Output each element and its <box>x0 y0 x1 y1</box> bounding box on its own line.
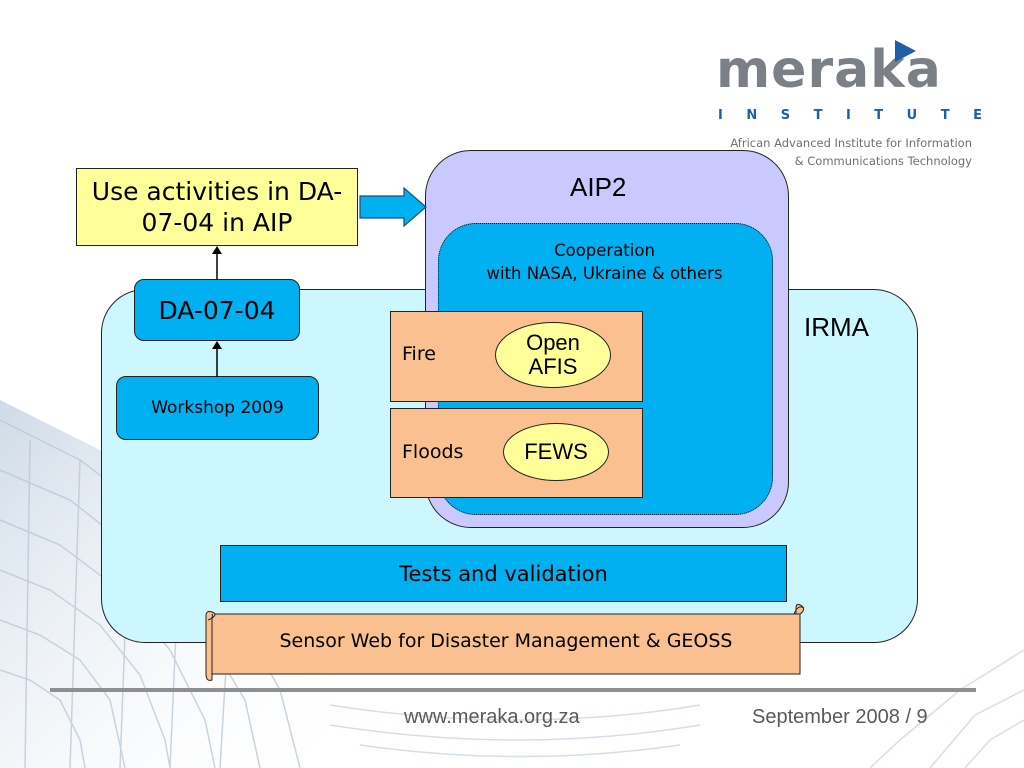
scroll-banner-shape <box>205 603 805 681</box>
footer-divider <box>50 688 976 692</box>
cooperation-line1: Cooperation <box>554 241 655 260</box>
scroll-banner-text: Sensor Web for Disaster Management & GEO… <box>279 630 733 652</box>
da-07-04-box: DA-07-04 <box>134 279 300 341</box>
arrow-workshop-to-da <box>212 341 222 377</box>
fire-label: Fire <box>402 343 436 365</box>
arrow-da-to-use-activities <box>212 246 222 280</box>
use-activities-box: Use activities in DA-07-04 in AIP <box>76 168 358 246</box>
workshop-2009-box: Workshop 2009 <box>116 376 319 440</box>
block-arrow-to-aip2 <box>359 186 427 228</box>
floods-label: Floods <box>402 441 464 463</box>
floods-box: Floods FEWS <box>390 408 643 498</box>
footer-url[interactable]: www.meraka.org.za <box>404 706 580 728</box>
meraka-logo: meraka INSTITUTE African Advanced Instit… <box>712 38 982 178</box>
fews-oval: FEWS <box>503 423 609 481</box>
logo-tagline-line1: African Advanced Institute for Informati… <box>730 136 972 150</box>
irma-label: IRMA <box>804 312 869 342</box>
logo-institute-text: INSTITUTE <box>718 108 1006 123</box>
fire-box: Fire Open AFIS <box>390 311 643 402</box>
logo-tagline-line2: & Communications Technology <box>794 154 972 168</box>
play-triangle-icon <box>895 40 916 62</box>
aip2-label: AIP2 <box>570 172 627 202</box>
footer-date-page: September 2008 / 9 <box>752 706 928 728</box>
open-afis-oval: Open AFIS <box>495 322 611 388</box>
cooperation-line2: with NASA, Ukraine & others <box>486 264 723 283</box>
tests-validation-box: Tests and validation <box>220 545 787 602</box>
